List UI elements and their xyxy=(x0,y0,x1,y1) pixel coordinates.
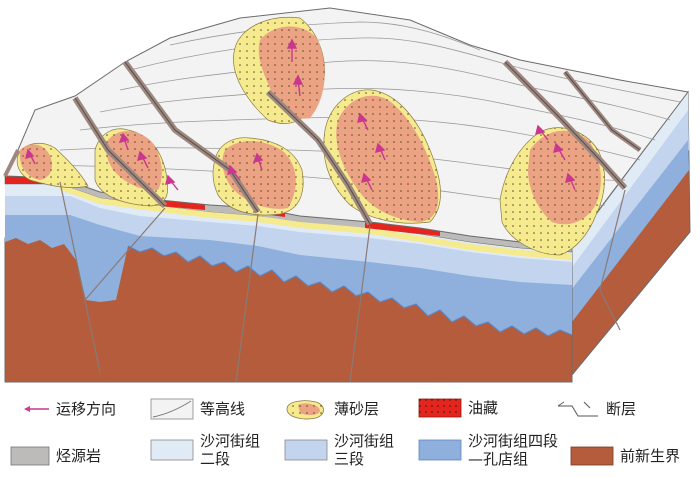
thin-sand-icon xyxy=(286,400,324,420)
legend: 运移方向 等高线 薄砂层 油藏 xyxy=(0,392,700,478)
legend-item-shahejie-2: 沙河街组二段 xyxy=(150,432,264,468)
faults xyxy=(3,59,642,383)
pre-neogene-swatch xyxy=(570,446,614,466)
side-face xyxy=(569,90,691,377)
legend-label: 薄砂层 xyxy=(334,400,380,418)
legend-label: 油藏 xyxy=(468,399,499,417)
legend-item-fault: 断层 xyxy=(556,398,636,420)
legend-item-thin-sand: 薄砂层 xyxy=(284,397,379,421)
legend-item-shahejie-3: 沙河街组三段 xyxy=(284,432,398,468)
block-diagram-svg xyxy=(3,7,691,383)
legend-label: 运移方向 xyxy=(56,400,117,418)
shahejie-4-swatch xyxy=(418,439,462,461)
legend-item-source-rock: 烃源岩 xyxy=(10,446,101,466)
legend-item-pre-neogene: 前新生界 xyxy=(570,446,680,466)
legend-label: 沙河街组二段 xyxy=(200,432,261,468)
migration-arrows xyxy=(25,38,576,191)
fault-icon xyxy=(557,401,598,417)
legend-label: 烃源岩 xyxy=(56,447,102,465)
legend-item-shahejie-4: 沙河街组四段—孔店组 xyxy=(418,432,562,468)
legend-item-oil: 油藏 xyxy=(418,398,498,418)
legend-label: 沙河街组四段—孔店组 xyxy=(468,432,559,468)
legend-label: 沙河街组三段 xyxy=(334,432,395,468)
shahejie-3-swatch xyxy=(284,439,328,461)
oil-reservoir-icon xyxy=(418,398,462,418)
thin-sand-front xyxy=(60,184,572,260)
legend-item-migration: 运移方向 xyxy=(22,400,116,418)
sand-bodies xyxy=(16,16,605,256)
legend-label: 断层 xyxy=(606,400,637,418)
source-rock-swatch xyxy=(10,446,50,466)
shahejie-2-swatch xyxy=(150,439,194,461)
legend-label: 前新生界 xyxy=(620,447,681,465)
legend-label: 等高线 xyxy=(200,400,246,418)
legend-item-contour: 等高线 xyxy=(150,398,245,420)
migration-arrow-icon xyxy=(24,406,49,412)
contour-line-icon xyxy=(150,398,194,420)
